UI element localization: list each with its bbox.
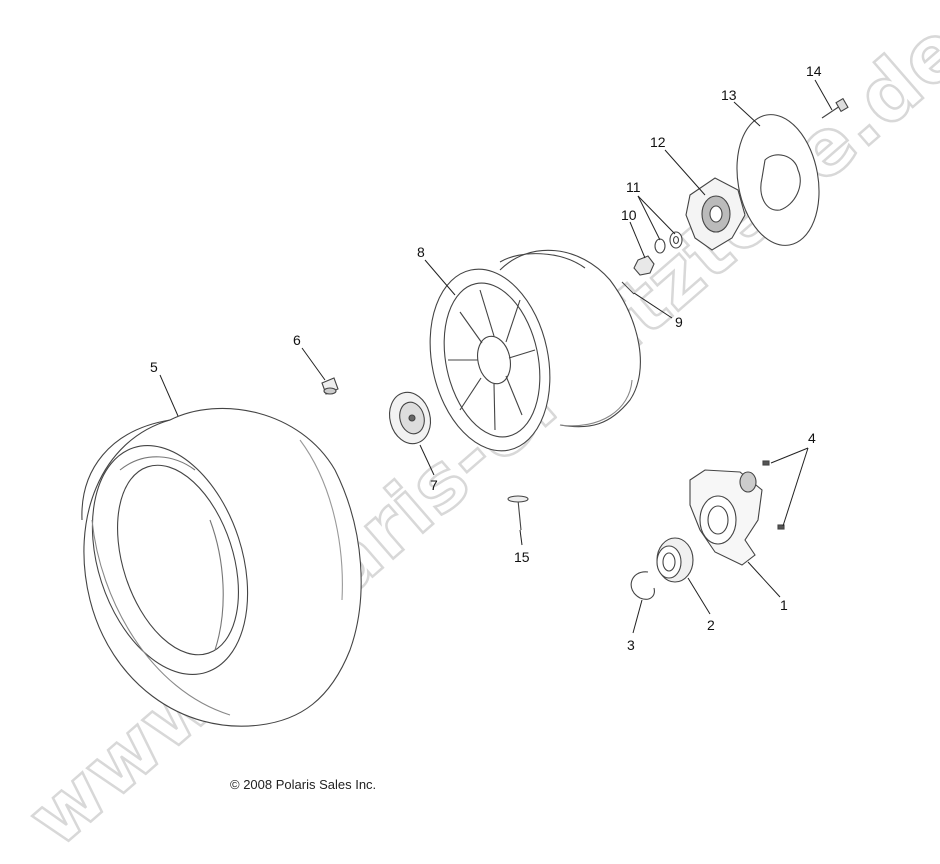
hub <box>685 177 746 251</box>
castle-nut <box>633 255 655 276</box>
pivot-pin <box>507 495 529 531</box>
washers <box>654 231 683 254</box>
callout-2: 2 <box>707 617 715 633</box>
callout-15: 15 <box>514 549 530 565</box>
leader-lines <box>159 79 833 634</box>
callout-labels: 1 2 3 4 5 6 7 8 9 10 11 12 13 14 15 <box>150 63 822 653</box>
callout-4: 4 <box>808 430 816 446</box>
valve-stem <box>321 377 339 395</box>
callout-6: 6 <box>293 332 301 348</box>
callout-12: 12 <box>650 134 666 150</box>
callout-13: 13 <box>721 87 737 103</box>
copyright-notice: © 2008 Polaris Sales Inc. <box>230 777 377 792</box>
brake-bolt <box>821 97 849 119</box>
callout-10: 10 <box>621 207 637 223</box>
callout-3: 3 <box>627 637 635 653</box>
callout-5: 5 <box>150 359 158 375</box>
center-cap <box>388 391 432 445</box>
callout-11: 11 <box>626 179 641 195</box>
bearing-carrier <box>689 469 763 566</box>
callout-14: 14 <box>806 63 822 79</box>
callout-9: 9 <box>675 314 683 330</box>
callout-7: 7 <box>430 477 438 493</box>
bearing <box>656 537 694 583</box>
brake-disc <box>736 114 820 246</box>
callout-8: 8 <box>417 244 425 260</box>
grease-fittings <box>762 460 785 530</box>
snap-ring <box>630 571 655 600</box>
callout-1: 1 <box>780 597 788 613</box>
tire <box>81 407 362 727</box>
wheel-rim <box>429 249 641 452</box>
cotter-pin <box>621 281 635 295</box>
